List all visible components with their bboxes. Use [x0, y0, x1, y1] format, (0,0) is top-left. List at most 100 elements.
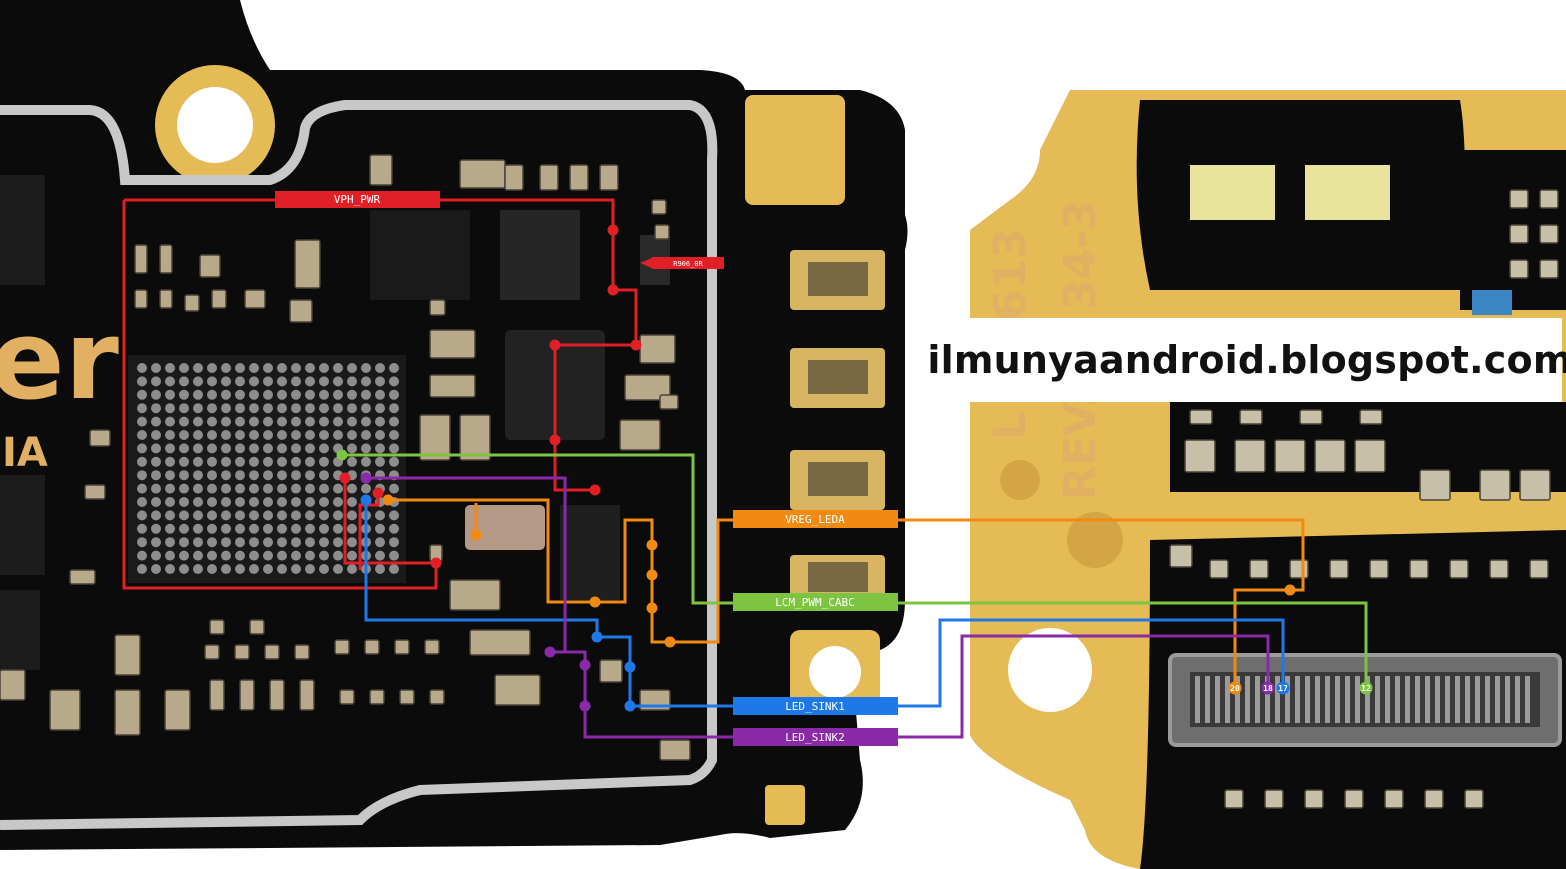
bga-ball [291, 564, 301, 574]
bga-ball [221, 523, 231, 534]
led-pad [1190, 165, 1275, 220]
label-led-sink1-text: LED_SINK1 [785, 700, 845, 713]
bga-ball [361, 403, 371, 414]
silkscreen-left-big: er [0, 296, 119, 424]
bga-ball [207, 363, 217, 373]
bga-ball [235, 403, 245, 414]
component [0, 590, 40, 670]
smd-component [249, 619, 265, 635]
smd-component [199, 254, 221, 278]
fpc-pin [1425, 676, 1430, 723]
bga-ball [263, 456, 273, 467]
fpc-pin [1525, 676, 1530, 723]
bga-ball [193, 483, 203, 494]
smd-component [369, 689, 385, 705]
smd-component [1509, 259, 1529, 279]
bga-ball [333, 403, 343, 414]
smd-component [1409, 559, 1429, 579]
bga-ball [249, 443, 259, 454]
passive-components [1169, 189, 1559, 809]
pad-inner [808, 562, 868, 592]
smd-component [159, 244, 173, 274]
bga-ball [165, 456, 175, 467]
bga-ball [221, 483, 231, 494]
bga-ball [151, 564, 161, 574]
bga-ball [137, 550, 147, 561]
led-pad [1305, 165, 1390, 220]
smd-component [209, 679, 225, 711]
bga-ball [333, 550, 343, 561]
smd-component [1529, 559, 1549, 579]
bga-ball [361, 483, 371, 494]
fpc-pin [1325, 676, 1330, 723]
smd-component [1479, 469, 1511, 501]
label-vph-pwr: VPH_PWR [275, 191, 440, 208]
bga-ball [291, 363, 301, 373]
bga-ball [151, 416, 161, 427]
bga-ball [207, 430, 217, 440]
smd-component [569, 164, 589, 191]
smd-component [1419, 469, 1451, 501]
bga-ball [179, 497, 189, 507]
bga-ball [193, 523, 203, 534]
bga-ball [235, 564, 245, 574]
bga-ball [375, 443, 385, 454]
bga-ball [347, 497, 357, 507]
junction-dot [549, 339, 561, 351]
smd-component [1539, 259, 1559, 279]
bga-ball [249, 430, 259, 440]
bga-ball [151, 456, 161, 467]
bga-ball [375, 510, 385, 521]
bga-ball [137, 497, 147, 507]
smd-component [204, 644, 220, 660]
bga-ball [221, 550, 231, 561]
label-vph-pwr-text: VPH_PWR [334, 193, 381, 206]
bga-ball [179, 443, 189, 454]
bga-ball [235, 389, 245, 400]
fpc-pin [1235, 676, 1240, 723]
fpc-pin [1285, 676, 1290, 723]
bga-ball [207, 456, 217, 467]
smd-component [651, 199, 667, 215]
gold-dot [1067, 512, 1123, 568]
bga-ball [151, 443, 161, 454]
bga-ball [291, 376, 301, 387]
fpc-pin [1435, 676, 1440, 723]
bga-ball [347, 376, 357, 387]
bga-ball [221, 363, 231, 373]
left-board: er IA [0, 0, 908, 850]
junction-dot [1284, 584, 1296, 596]
bga-ball [277, 470, 287, 481]
bga-ball [277, 537, 287, 548]
bga-ball [319, 510, 329, 521]
bga-ball [305, 564, 315, 574]
bga-ball [137, 389, 147, 400]
smd-component [619, 419, 661, 451]
bga-ball [333, 564, 343, 574]
bga-ball [137, 403, 147, 414]
smd-component [234, 644, 250, 660]
smd-component [1289, 559, 1309, 579]
bga-ball [221, 456, 231, 467]
bga-ball [263, 510, 273, 521]
bga-ball [319, 376, 329, 387]
bga-ball [221, 416, 231, 427]
bga-ball [263, 564, 273, 574]
bga-ball [207, 523, 217, 534]
junction-dot [360, 494, 372, 506]
trace-vph-pwr [124, 198, 638, 492]
bga-ball [277, 523, 287, 534]
bga-ball [389, 416, 399, 427]
bga-ball [333, 389, 343, 400]
bga-ball [291, 443, 301, 454]
bga-ball [207, 497, 217, 507]
fpc-pin [1455, 676, 1460, 723]
mount-hole [1008, 628, 1092, 712]
fpc-pin [1395, 676, 1400, 723]
bga-ball [165, 430, 175, 440]
bga-ball [319, 416, 329, 427]
pin-marker-lcm-pwm-cabc: 12 [1359, 681, 1373, 695]
smd-component [1509, 189, 1529, 209]
junction-dot [624, 700, 636, 712]
smd-component [294, 239, 321, 289]
